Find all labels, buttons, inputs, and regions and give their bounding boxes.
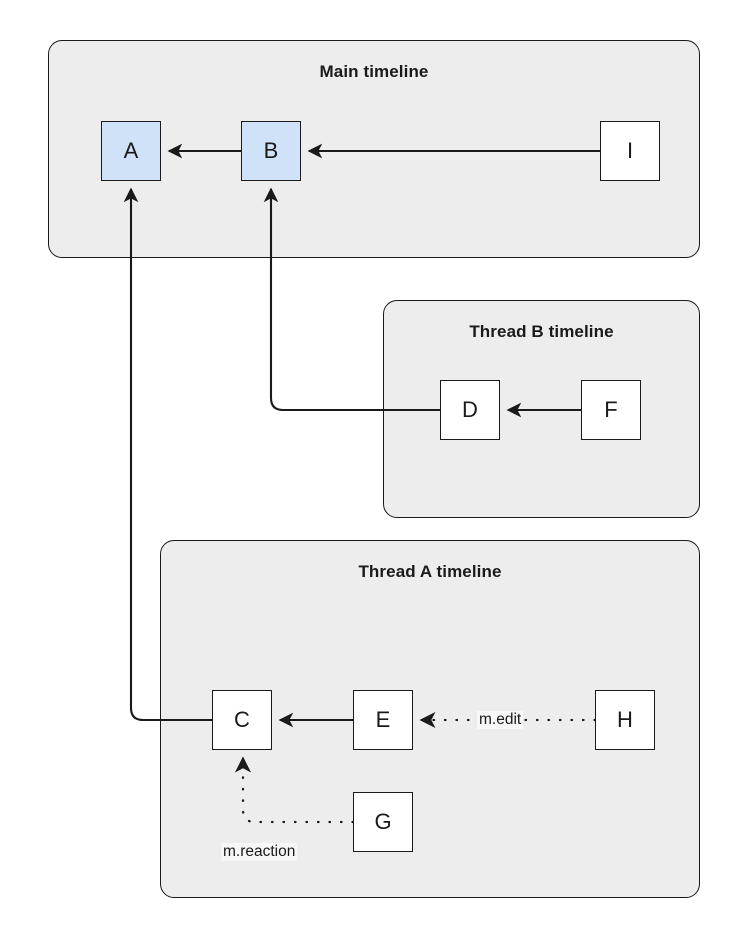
- group-title-thread-a-timeline: Thread A timeline: [358, 562, 502, 581]
- node-i[interactable]: I: [600, 121, 660, 181]
- node-d-label: D: [462, 397, 478, 422]
- node-g[interactable]: G: [353, 792, 413, 852]
- node-c-label: C: [234, 707, 250, 732]
- node-c[interactable]: C: [212, 690, 272, 750]
- node-e[interactable]: E: [353, 690, 413, 750]
- edge-d-to-b: [263, 187, 440, 412]
- group-title-thread-b-timeline: Thread B timeline: [469, 322, 614, 341]
- node-g-label: G: [374, 809, 392, 834]
- node-f[interactable]: F: [581, 380, 641, 440]
- node-i-label: I: [626, 138, 634, 163]
- node-d[interactable]: D: [440, 380, 500, 440]
- node-b[interactable]: B: [241, 121, 301, 181]
- edge-c-to-a: [123, 187, 212, 722]
- node-a[interactable]: A: [101, 121, 161, 181]
- node-e-label: E: [375, 707, 391, 732]
- node-a-label: A: [123, 138, 139, 163]
- edge-g-to-c: [234, 756, 355, 824]
- edge-label-m-reaction: m.reaction: [221, 843, 298, 861]
- edge-label-m-edit: m.edit: [477, 711, 524, 729]
- node-h-label: H: [617, 707, 633, 732]
- node-b-label: B: [263, 138, 279, 163]
- node-h[interactable]: H: [595, 690, 655, 750]
- group-title-main-timeline: Main timeline: [319, 62, 429, 81]
- node-f-label: F: [604, 397, 618, 422]
